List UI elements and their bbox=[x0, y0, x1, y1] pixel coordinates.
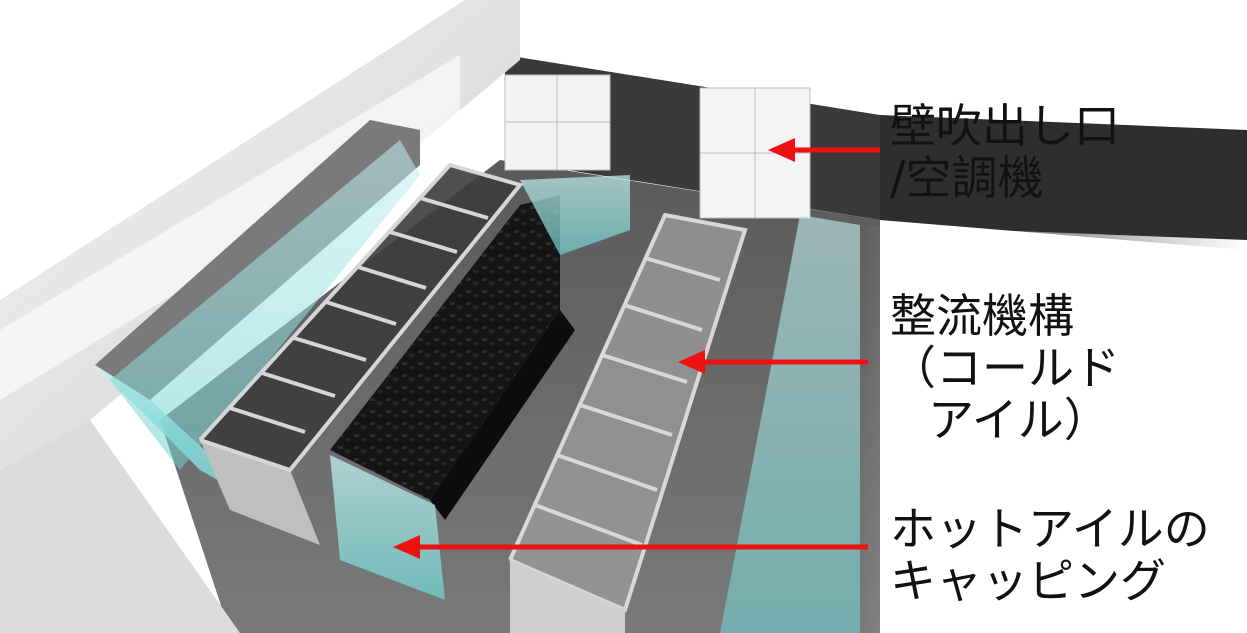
label-flow-mechanism-line2: （コールド bbox=[890, 341, 1120, 395]
arrow-hot-aisle bbox=[393, 535, 868, 559]
label-flow-mechanism-line1: 整流機構 bbox=[890, 289, 1074, 343]
label-hot-aisle: ホットアイルの キャッピング bbox=[890, 503, 1210, 607]
label-hot-aisle-line2: キャッピング bbox=[890, 554, 1166, 608]
cold-aisle-glass-block bbox=[330, 175, 630, 600]
label-flow-mechanism: 整流機構 （コールド アイル） bbox=[890, 290, 1120, 446]
hot-aisle-capping bbox=[198, 162, 524, 545]
cold-aisle-containment bbox=[508, 212, 748, 633]
server-rack-row bbox=[330, 195, 575, 520]
right-glass-wall bbox=[720, 215, 1247, 633]
label-flow-mechanism-line3: アイル） bbox=[928, 393, 1110, 447]
label-wall-outlet: 壁吹出し口 /空調機 bbox=[890, 100, 1120, 204]
label-hot-aisle-line1: ホットアイルの bbox=[890, 502, 1210, 556]
arrow-flow-mechanism bbox=[678, 350, 868, 374]
label-wall-outlet-line1: 壁吹出し口 bbox=[890, 99, 1120, 153]
label-wall-outlet-line2: /空調機 bbox=[890, 151, 1044, 205]
arrow-wall-outlet bbox=[768, 138, 880, 162]
wall-outlet-unit-left bbox=[504, 74, 611, 171]
